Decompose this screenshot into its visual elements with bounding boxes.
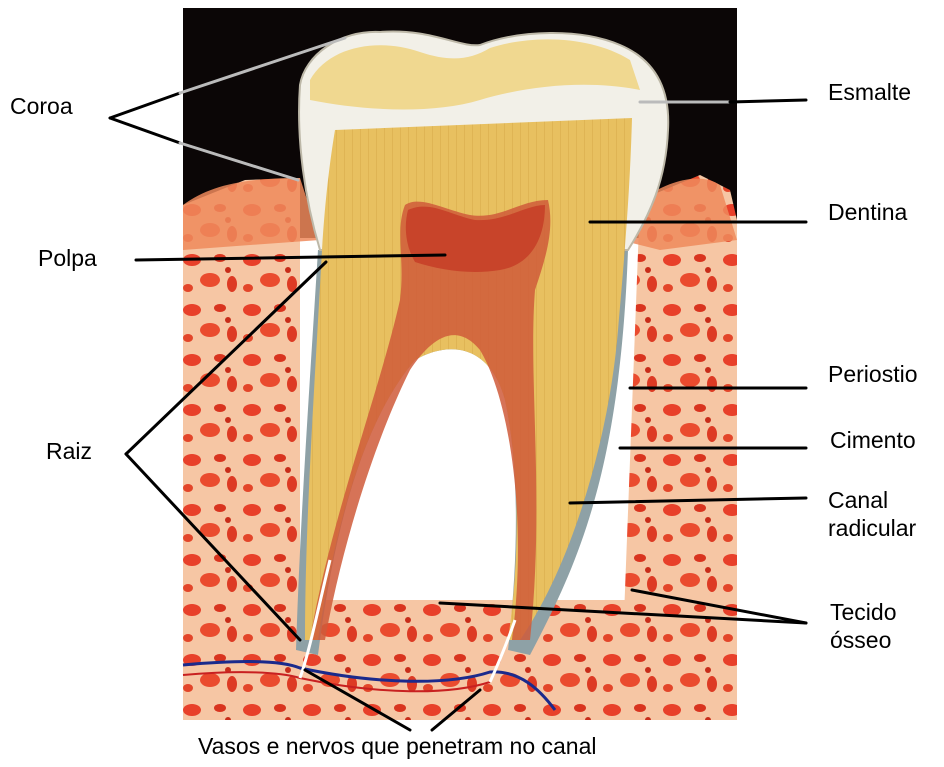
label-periostio: Periostio bbox=[828, 360, 917, 388]
label-tecido-line1: Tecido bbox=[830, 598, 896, 626]
leader-coroa-bottom bbox=[110, 118, 180, 143]
label-dentina: Dentina bbox=[828, 198, 907, 226]
label-tecido-osseo: Tecido ósseo bbox=[830, 598, 896, 654]
label-canal-line1: Canal bbox=[828, 486, 916, 514]
label-canal-radicular: Canal radicular bbox=[828, 486, 916, 542]
label-cimento: Cimento bbox=[830, 426, 916, 454]
label-polpa: Polpa bbox=[38, 244, 97, 272]
label-tecido-line2: ósseo bbox=[830, 626, 896, 654]
label-esmalte: Esmalte bbox=[828, 78, 911, 106]
dentin bbox=[305, 118, 632, 640]
label-vasos-nervos: Vasos e nervos que penetram no canal bbox=[198, 732, 597, 760]
leader-coroa-top bbox=[110, 93, 180, 118]
leader-esmalte bbox=[730, 100, 806, 102]
label-canal-line2: radicular bbox=[828, 514, 916, 542]
label-raiz: Raiz bbox=[46, 437, 92, 465]
bone-tissue-base bbox=[183, 600, 737, 720]
label-coroa: Coroa bbox=[10, 92, 73, 120]
